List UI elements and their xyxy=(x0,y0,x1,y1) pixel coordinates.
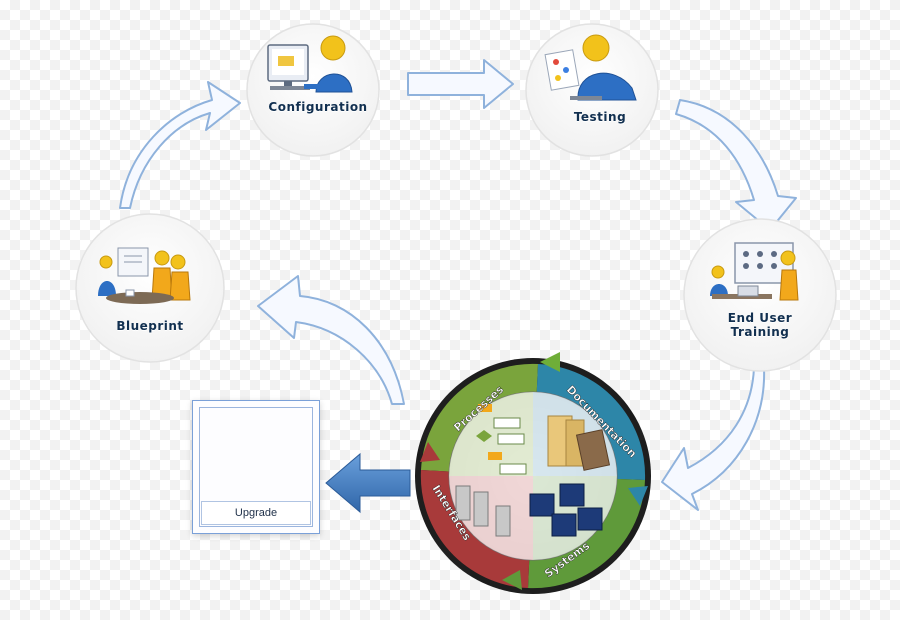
blueprint-label: Blueprint xyxy=(116,319,184,333)
configuration-node xyxy=(246,23,380,157)
testing-label: Testing xyxy=(573,110,627,124)
upgrade-picture-frame xyxy=(199,407,313,527)
arrow-configuration-to-testing xyxy=(407,59,514,109)
end-user-training-line1: End User xyxy=(727,311,793,325)
meeting-team-icon xyxy=(98,247,191,304)
arrow-testing-to-training xyxy=(675,99,797,231)
arrow-blueprint-to-configuration xyxy=(119,81,241,209)
configuration-label: Configuration xyxy=(268,100,368,114)
upgrade-box: Upgrade xyxy=(192,400,320,534)
person-with-chart-icon xyxy=(544,34,637,101)
upgrade-label: Upgrade xyxy=(201,501,311,525)
blueprint-node xyxy=(75,213,225,363)
trainer-with-board-icon xyxy=(710,242,799,301)
end-user-training-label: End User Training xyxy=(690,311,830,339)
arrow-training-to-wheel xyxy=(661,367,766,511)
person-at-computer-icon xyxy=(267,35,353,93)
arrow-wheel-to-blueprint xyxy=(257,275,405,405)
arrow-wheel-to-upgrade xyxy=(325,452,411,514)
end-user-training-line2: Training xyxy=(730,325,790,339)
methodology-wheel xyxy=(415,352,651,594)
